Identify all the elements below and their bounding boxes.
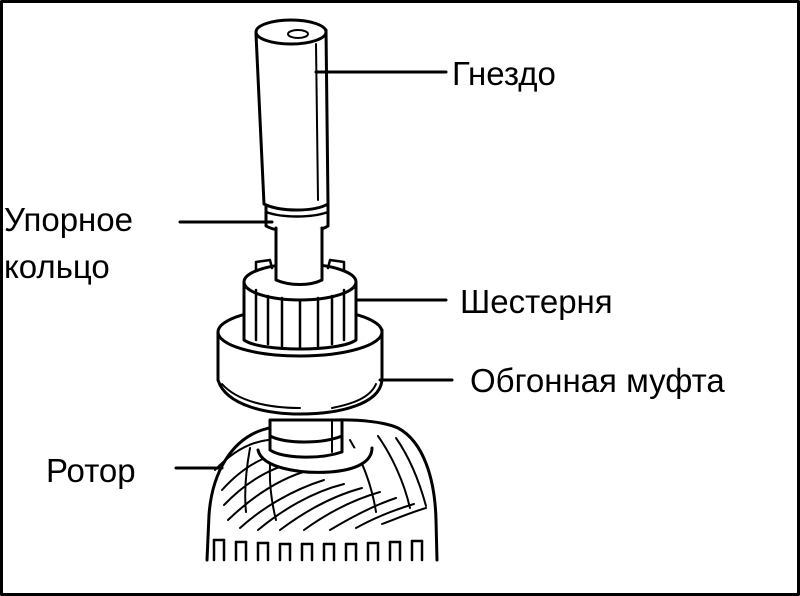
socket-drawing (254, 18, 330, 212)
leader-lines (174, 70, 454, 470)
hub-collar-rim (268, 434, 344, 444)
label-overrunning-clutch: Обгонная муфта (470, 362, 725, 399)
label-stop-ring-line1: Упорное (4, 201, 133, 238)
label-rotor: Ротор (46, 452, 136, 489)
commutator-slots (212, 538, 424, 562)
clutch-edge-shade (221, 383, 301, 409)
label-stop-ring-line2: кольцо (4, 248, 110, 285)
shaft-hub-drawing (256, 418, 374, 474)
pinion-teeth (254, 258, 346, 349)
pinion-drawing (242, 258, 358, 351)
socket-shade (315, 43, 319, 201)
stop-ring-drawing (264, 200, 330, 286)
rotor-windings (214, 435, 427, 531)
label-pinion: Шестерня (460, 283, 613, 320)
shaft-neck (274, 226, 324, 286)
stop-ring-groove (264, 210, 330, 218)
hub-collar (268, 418, 344, 459)
label-socket: Гнездо (452, 55, 556, 92)
socket-tube (254, 28, 330, 212)
socket-bore (287, 29, 309, 39)
